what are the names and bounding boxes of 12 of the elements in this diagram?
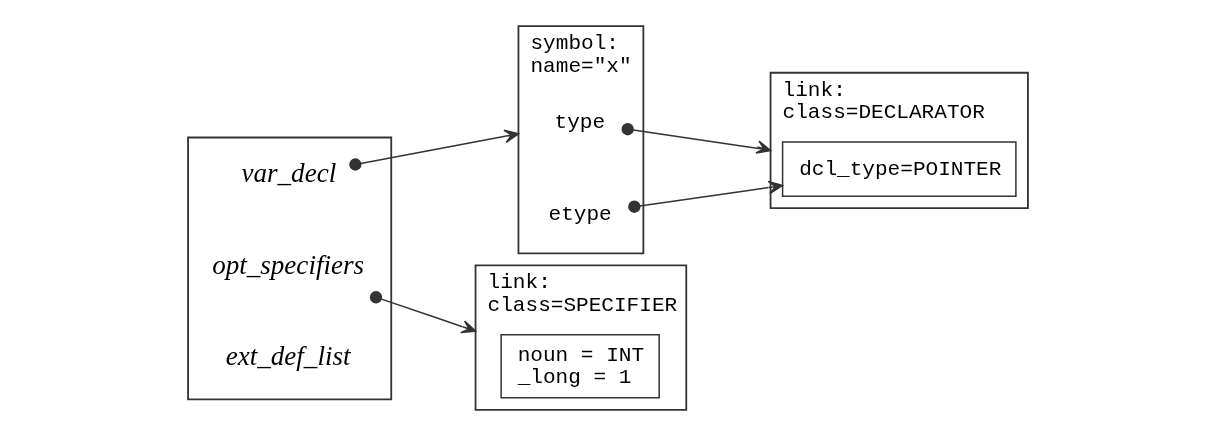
node-text: etype xyxy=(548,201,612,226)
arrow xyxy=(348,129,519,171)
node-text: var_decl xyxy=(240,157,336,188)
arrow xyxy=(621,123,771,154)
node-box: dcl_type=POINTER xyxy=(781,141,1017,197)
node-text: type xyxy=(554,109,605,134)
node-text: opt_specifiers xyxy=(211,249,364,280)
cluster xyxy=(186,136,392,401)
node-box: noun = INT _long = 1 xyxy=(499,333,660,399)
arrow xyxy=(627,180,783,213)
arrow xyxy=(369,291,476,334)
node-text: ext_def_list xyxy=(225,341,351,372)
